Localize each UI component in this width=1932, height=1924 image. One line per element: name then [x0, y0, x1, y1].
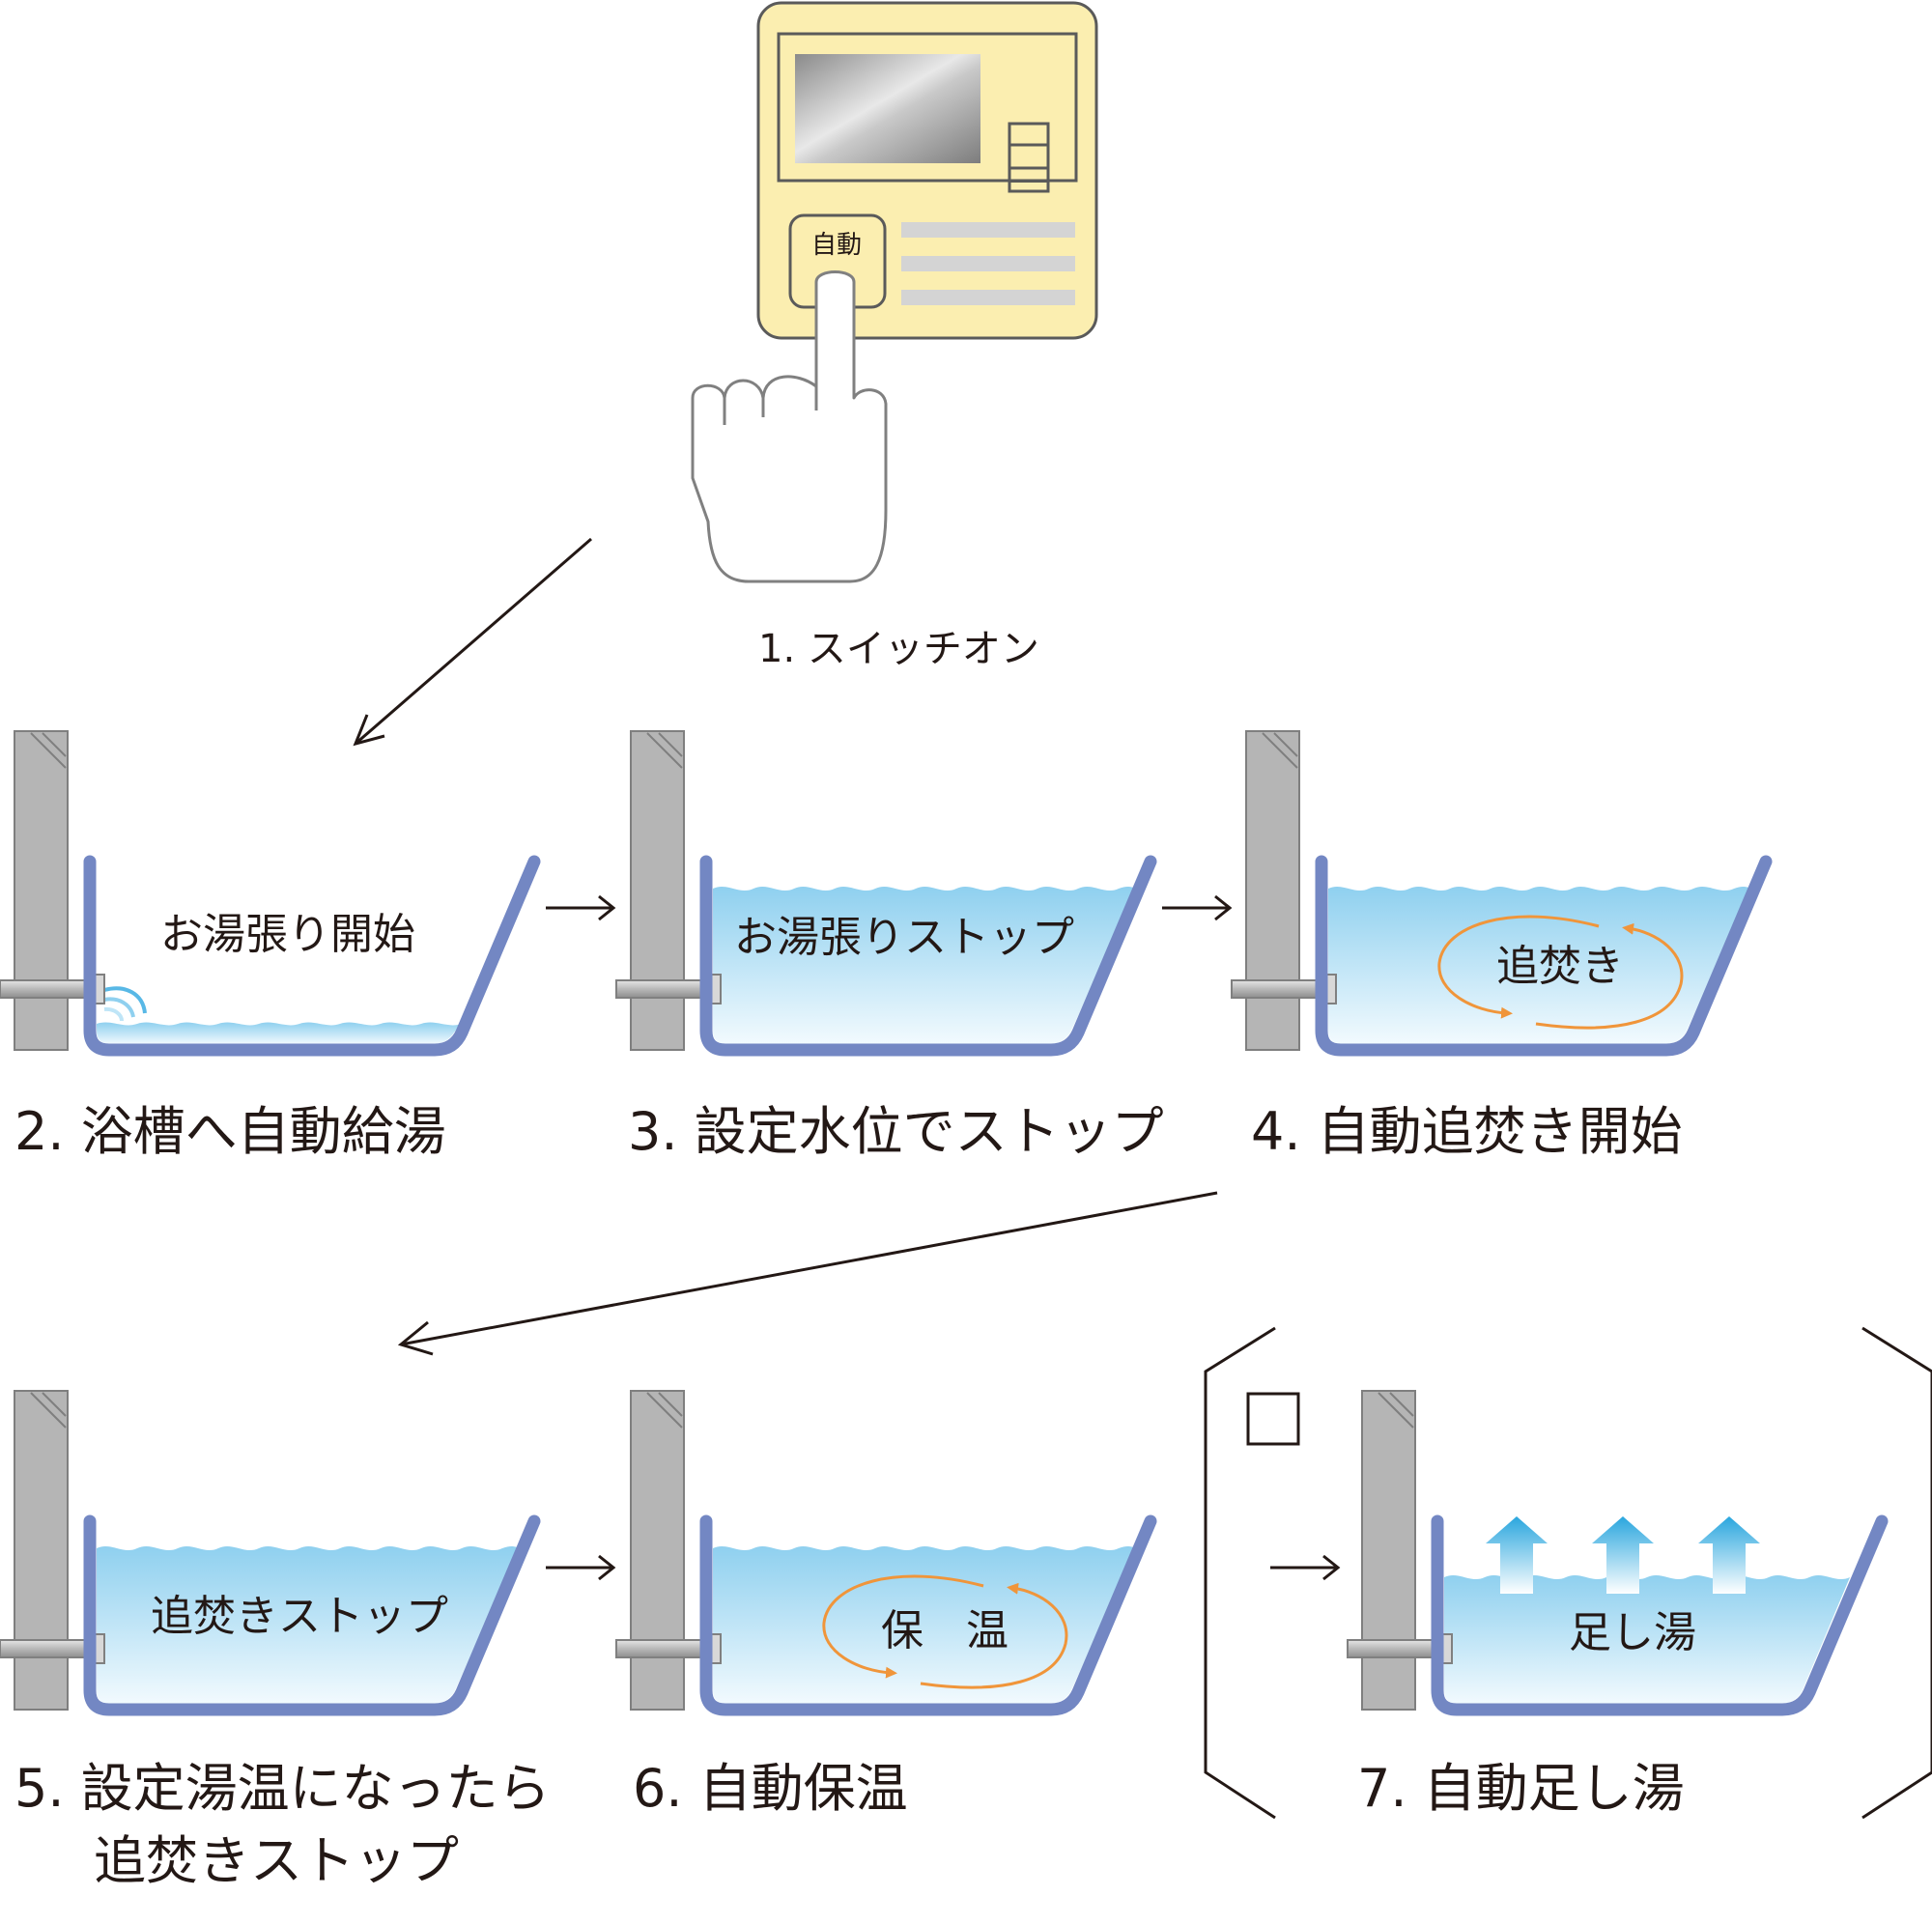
remote-controller: 自動 — [756, 1, 1098, 340]
tub-label-step6: 保 温 — [881, 1606, 1009, 1655]
flow-arrow-1-2 — [353, 537, 592, 747]
bathtub-step2: お湯張り開始 — [0, 730, 534, 1050]
auto-button-label: 自動 — [811, 231, 862, 260]
step7-caption: 7. 自動足し湯 — [1357, 1758, 1685, 1819]
tub-label-step4: 追焚き — [1496, 942, 1624, 991]
bathtub-step7: 足し湯 — [1347, 1390, 1882, 1710]
tub-label-step2: お湯張り開始 — [160, 910, 415, 959]
step3-caption: 3. 設定水位でストップ — [628, 1101, 1164, 1162]
optional-bracket — [1204, 1326, 1932, 1820]
tub-label-step3: お湯張りストップ — [734, 913, 1074, 962]
pressing-hand-icon — [691, 270, 888, 583]
optional-checkbox[interactable] — [1246, 1392, 1300, 1446]
step4-caption: 4. 自動追焚き開始 — [1251, 1101, 1683, 1162]
bathtub-step6: 保 温 — [615, 1390, 1151, 1710]
flow-arrow-2-3 — [546, 894, 616, 921]
step1-caption: 1. スイッチオン — [758, 627, 1039, 671]
step6-caption: 6. 自動保温 — [633, 1758, 908, 1819]
flow-arrow-4-5 — [397, 1191, 1218, 1356]
bathtub-step4: 追焚き — [1231, 730, 1766, 1050]
remote-display-screen — [795, 54, 980, 163]
tub-label-step7: 足し湯 — [1569, 1608, 1696, 1657]
flow-arrow-3-4 — [1162, 894, 1233, 921]
step5-caption-line2: 追焚きストップ — [94, 1830, 459, 1891]
flow-arrow-6-7 — [1270, 1554, 1341, 1581]
tub-label-step5: 追焚きストップ — [151, 1592, 448, 1641]
step5-caption-line1: 5. 設定湯温になったら — [14, 1758, 551, 1819]
bathtub-step3: お湯張りストップ — [615, 730, 1151, 1050]
auto-button[interactable]: 自動 — [788, 213, 887, 309]
step2-caption: 2. 浴槽へ自動給湯 — [14, 1101, 446, 1162]
bathtub-step5: 追焚きストップ — [0, 1390, 534, 1710]
flow-arrow-5-6 — [546, 1554, 616, 1581]
